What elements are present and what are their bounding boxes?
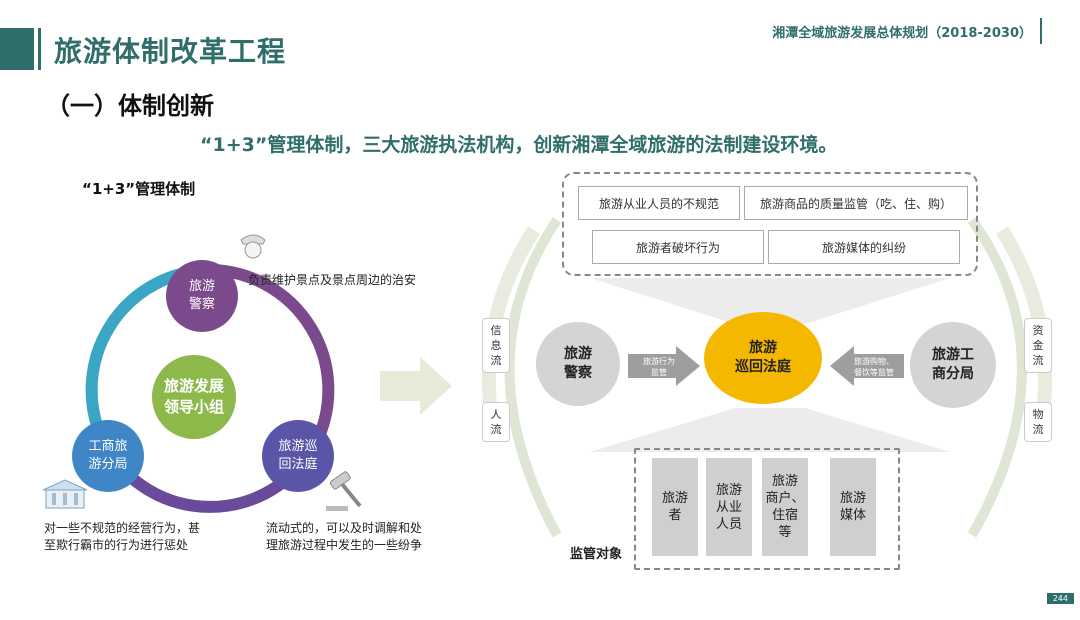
building-icon (42, 479, 88, 509)
plan-name: 湘潭全域旅游发展总体规划（2018-2030） (772, 26, 1032, 41)
transition-arrow-icon (380, 357, 452, 415)
ring-segment-purple (209, 264, 335, 448)
plan-divider (1040, 18, 1042, 44)
bureau-note: 对一些不规范的经营行为，甚 至欺行霸市的行为进行惩处 (44, 521, 201, 552)
arrow-left-label: 旅游行为 监管 (643, 357, 675, 377)
title-accent-bar (0, 28, 34, 70)
police-icon (240, 234, 266, 259)
right-bureau-node: 旅游工 商分局 (910, 322, 996, 408)
object-tourists: 旅游 者 (652, 458, 698, 556)
page-number: 244 (1046, 593, 1074, 604)
section-heading: （一）体制创新 (46, 92, 214, 120)
flow-label-info: 信 息 流 (482, 318, 510, 373)
issue-box: 旅游媒体的纠纷 (768, 230, 960, 264)
bottom-funnel (590, 408, 950, 452)
object-media: 旅游 媒体 (830, 458, 876, 556)
title-accent-line (38, 28, 41, 70)
issue-box: 旅游者破坏行为 (592, 230, 764, 264)
issues-group (562, 172, 978, 276)
supervision-group (634, 448, 900, 570)
police-note: 负责维护景点及景点周边的治安 (248, 273, 417, 287)
arrow-right-icon (628, 346, 700, 386)
right-police-node: 旅游 警察 (536, 322, 620, 406)
left-subhead: “1+3”管理体制 (82, 180, 196, 198)
flow-label-people: 人 流 (482, 402, 510, 442)
court-note: 流动式的，可以及时调解和处 理旅游过程中发生的一些纷争 (266, 521, 423, 552)
flow-arcs (481, 217, 1053, 538)
arrow-left-icon (830, 346, 904, 386)
slogan: “1+3”管理体制，三大旅游执法机构，创新湘潭全域旅游的法制建设环境。 (200, 134, 838, 156)
page-title: 旅游体制改革工程 (54, 35, 287, 68)
flow-label-capital: 资 金 流 (1024, 318, 1052, 373)
top-funnel (590, 278, 950, 324)
arrow-right-label: 旅游购物、 餐饮等监管 (854, 357, 894, 377)
object-merchants: 旅游 商户、 住宿 等 (762, 458, 808, 556)
commerce-bureau-node: 工商旅 游分局 (72, 420, 144, 492)
gavel-icon (326, 471, 362, 511)
right-court-node: 旅游 巡回法庭 (704, 312, 822, 404)
issue-box: 旅游从业人员的不规范 (578, 186, 740, 220)
flow-label-goods: 物 流 (1024, 402, 1052, 442)
circuit-court-node: 旅游巡 回法庭 (262, 420, 334, 492)
object-employees: 旅游 从业 人员 (706, 458, 752, 556)
issue-box: 旅游商品的质量监管（吃、住、购） (744, 186, 968, 220)
tourism-police-node: 旅游 警察 (166, 260, 238, 332)
leadership-group-node: 旅游发展 领导小组 (152, 355, 236, 439)
supervision-label: 监管对象 (570, 547, 623, 562)
